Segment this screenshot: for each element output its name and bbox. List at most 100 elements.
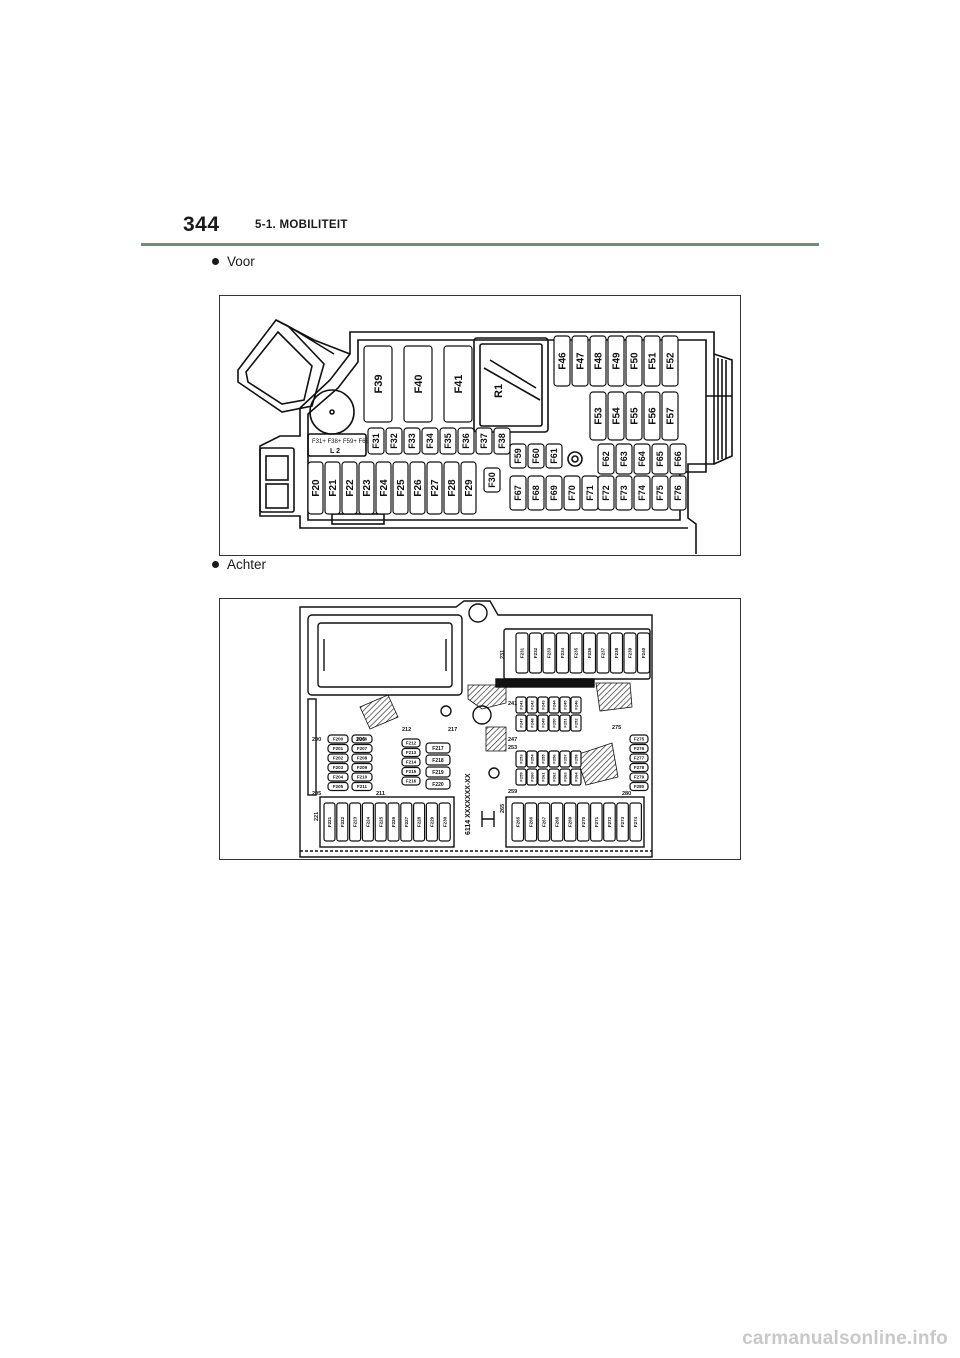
fuse-label: F217 — [432, 746, 444, 752]
fuse-label: F250 — [551, 718, 556, 728]
fuse-f220: F220 — [425, 778, 451, 790]
fuse-f27: F27 — [426, 461, 443, 515]
fuse-f224: F224 — [361, 802, 374, 842]
fuse-f246: F246 — [570, 696, 582, 714]
fuse-f252: F252 — [570, 714, 582, 732]
fuse-label: F27 — [430, 479, 441, 497]
rear-area-number: 280 — [622, 791, 631, 797]
fuse-label: F248 — [529, 718, 534, 728]
fuse-label: F239 — [628, 647, 633, 658]
fuse-label: F245 — [562, 700, 567, 710]
fuse-label: F249 — [540, 718, 545, 728]
fuse-f230: F230 — [438, 802, 451, 842]
fuse-label: F278 — [634, 765, 645, 770]
fuse-label: F236 — [587, 647, 592, 658]
fuse-f32: F32 — [385, 427, 403, 455]
rear-area-number: 275 — [612, 725, 621, 731]
fuse-label: F203 — [333, 765, 344, 770]
fuse-f237: F237 — [596, 632, 610, 674]
fuse-f216: F216 — [401, 776, 421, 786]
fuse-f60: F60 — [527, 443, 545, 469]
fuse-label: F269 — [568, 816, 573, 827]
fuse-label: F254 — [529, 754, 534, 764]
fuse-f200: F200 — [327, 734, 349, 744]
fuse-label: F48 — [594, 352, 605, 370]
fuse-f38: F38 — [493, 427, 511, 455]
fuse-label: F46 — [558, 352, 569, 370]
section-title: 5-1. MOBILITEIT — [255, 219, 348, 231]
fuse-label: F223 — [353, 816, 358, 827]
fuse-label: F212 — [406, 741, 417, 746]
fuse-f49: F49 — [607, 335, 625, 387]
fuse-f229: F229 — [425, 802, 438, 842]
fuse-f276: F276 — [629, 743, 649, 754]
connector-label-2: L 2 — [330, 448, 340, 455]
fuse-label: F277 — [634, 756, 645, 761]
fuse-label: F227 — [404, 816, 409, 827]
fuse-f68: F68 — [527, 475, 545, 511]
fuse-label: F51 — [648, 352, 659, 370]
fuse-label: F235 — [574, 647, 579, 658]
fuse-f210: F210 — [351, 772, 373, 782]
fuse-label: F219 — [432, 770, 444, 776]
fuse-label: F39 — [373, 375, 385, 394]
fuse-f274: F274 — [629, 802, 642, 842]
fuse-label: F56 — [648, 407, 659, 425]
connector-label-1: F31+ F38+ F59+ F66 — [312, 439, 370, 445]
fuse-f74: F74 — [633, 475, 651, 511]
fuse-f268: F268 — [550, 802, 564, 842]
fuse-label: F49 — [612, 352, 623, 370]
fuse-f248: F248 — [526, 714, 538, 732]
fuse-label: F279 — [634, 775, 645, 780]
fuse-f221: F221 — [323, 802, 336, 842]
fuse-f25: F25 — [392, 461, 409, 515]
fuse-f247: F247 — [515, 714, 527, 732]
fuse-label: F33 — [407, 433, 417, 449]
fuse-label: F64 — [637, 451, 647, 467]
fuse-f71: F71 — [581, 475, 599, 511]
fuse-label: F261 — [540, 772, 545, 782]
fuse-f70: F70 — [563, 475, 581, 511]
fuse-f29: F29 — [460, 461, 477, 515]
fuse-f251: F251 — [559, 714, 571, 732]
fuse-label: F31 — [371, 433, 381, 449]
fuse-label: F226 — [391, 816, 396, 827]
fuse-label: F252 — [573, 718, 578, 728]
bullet-dot-icon — [212, 258, 219, 265]
fuse-f235: F235 — [569, 632, 583, 674]
bullet-dot-icon — [212, 561, 219, 568]
fuse-label: F247 — [518, 718, 523, 728]
fuse-f239: F239 — [623, 632, 637, 674]
fuse-f250: F250 — [548, 714, 560, 732]
fuse-label: F204 — [333, 775, 344, 780]
fuse-label: F242 — [529, 700, 534, 710]
fuse-label: F66 — [673, 451, 683, 467]
bullet-voor: Voor — [212, 254, 255, 269]
fuse-f212: F212 — [401, 738, 421, 748]
fuse-f238: F238 — [609, 632, 624, 674]
rear-area-number: 212 — [402, 727, 411, 733]
fuse-label: F73 — [619, 485, 629, 501]
fuse-f275: F275 — [629, 734, 649, 744]
fuse-f257: F257 — [559, 750, 571, 768]
rear-area-number: 221 — [314, 812, 320, 821]
fuse-f52: F52 — [661, 335, 679, 387]
fuse-f206: F206 — [351, 734, 373, 744]
fuse-label: F224 — [365, 816, 370, 827]
fuse-f46: F46 — [553, 335, 571, 387]
fuse-f223: F223 — [349, 802, 362, 842]
fuse-label: F260 — [529, 772, 534, 782]
fuse-label: F63 — [619, 451, 629, 467]
fuse-f219: F219 — [425, 766, 451, 778]
fuse-label: F231 — [520, 647, 525, 658]
fuse-f35: F35 — [439, 427, 457, 455]
fuse-label: F67 — [513, 485, 523, 501]
fuse-label: F21 — [328, 479, 339, 497]
fuse-f234: F234 — [555, 632, 570, 674]
watermark: carmanualsonline.info — [742, 1328, 948, 1349]
fuse-label: F59 — [513, 448, 523, 464]
fuse-label: F228 — [417, 816, 422, 827]
fuse-label: F206 — [357, 737, 368, 742]
fuse-f20: F20 — [307, 461, 324, 515]
